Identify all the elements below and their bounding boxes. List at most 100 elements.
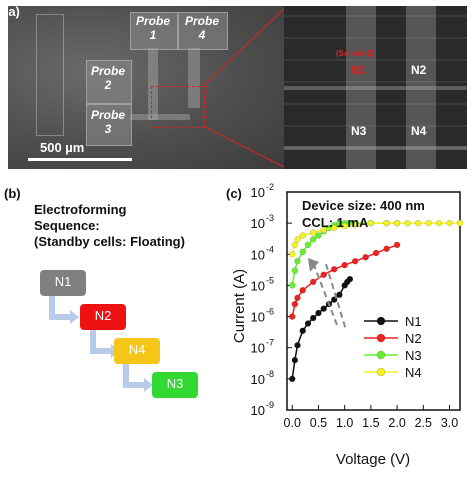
point-n4 (291, 241, 299, 249)
point-n4 (393, 219, 401, 227)
point-n4 (446, 219, 453, 227)
panel-b-label: (b) (4, 186, 21, 201)
x-tick-label: 1.0 (336, 416, 353, 430)
seq-box-n3: N3 (152, 372, 198, 398)
seq-arrow-1 (49, 296, 55, 318)
point-n4 (294, 236, 301, 243)
trend-arrow-dash-2 (325, 263, 347, 331)
y-tick-exponent: -4 (266, 244, 274, 254)
point-n4 (288, 251, 296, 258)
panel-a-label: (a) (4, 4, 20, 19)
point-n1 (288, 375, 296, 383)
y-tick-label: 10 (251, 341, 265, 356)
seq-arrow-3 (123, 364, 129, 388)
point-n3 (299, 248, 306, 256)
point-n4 (367, 219, 375, 227)
point-n4 (351, 221, 359, 228)
point-n2 (393, 241, 401, 249)
zoom-region-box (151, 86, 205, 128)
point-n1 (346, 275, 354, 283)
y-tick-exponent: -7 (266, 338, 274, 348)
point-n4 (320, 226, 327, 234)
point-n1 (320, 305, 327, 312)
point-n2 (372, 249, 380, 257)
point-n2 (320, 271, 327, 279)
point-n1 (291, 356, 299, 364)
x-tick-label: 2.5 (415, 416, 432, 430)
point-n2 (288, 313, 296, 320)
legend-marker (376, 350, 386, 360)
cell-n3-label: N3 (351, 124, 367, 138)
point-n3 (288, 282, 296, 289)
point-n2 (309, 278, 317, 286)
legend-marker (376, 333, 386, 343)
legend-marker (376, 316, 386, 326)
plot-frame (286, 191, 461, 411)
legend-marker (376, 367, 386, 377)
point-n1 (336, 291, 343, 299)
point-n4 (383, 219, 390, 227)
seq-box-n2: N2 (80, 304, 126, 330)
point-n2 (291, 300, 299, 308)
point-n3 (304, 241, 312, 249)
legend-label-n1: N1 (405, 314, 422, 329)
point-n3 (291, 267, 299, 274)
point-n2 (341, 261, 348, 269)
chart-annotation-line-2: CCL: 1 mA (302, 215, 369, 230)
legend-label-n3: N3 (405, 348, 422, 363)
point-n4 (299, 232, 306, 239)
point-n1 (294, 341, 301, 349)
x-tick-label: 3.0 (441, 416, 458, 430)
point-n2 (383, 245, 390, 253)
x-tick-label: 0.5 (310, 416, 327, 430)
point-n1 (315, 309, 322, 317)
y-tick-exponent: -8 (266, 369, 274, 379)
point-n1 (309, 314, 317, 322)
seq-box-n1: N1 (40, 270, 86, 296)
point-n1 (304, 320, 312, 327)
point-n4 (309, 229, 317, 236)
y-tick-label: 10 (251, 216, 265, 231)
seq-box-n4: N4 (114, 338, 160, 364)
point-n2 (299, 287, 306, 294)
y-tick-exponent: -3 (266, 213, 274, 223)
point-n4 (330, 224, 338, 232)
point-n1 (299, 327, 306, 335)
selected-label: (Selected) (336, 49, 375, 58)
zoom-image: (Selected) N1 N2 N3 N4 (284, 6, 467, 169)
y-axis-label: Current (A) (231, 269, 248, 343)
cell-n4-label: N4 (411, 124, 427, 138)
point-n3 (294, 257, 301, 265)
cell-n1-label: N1 (351, 63, 367, 77)
point-n2 (330, 266, 338, 273)
y-tick-exponent: -2 (266, 182, 274, 192)
point-n2 (294, 294, 301, 302)
point-n4 (456, 219, 464, 227)
x-tick-label: 2.0 (388, 416, 405, 430)
y-tick-label: 10 (251, 185, 265, 200)
y-tick-exponent: -9 (266, 400, 274, 410)
y-tick-exponent: -6 (266, 307, 274, 317)
y-tick-label: 10 (251, 372, 265, 387)
x-axis-label: Voltage (V) (336, 451, 410, 468)
legend-label-n4: N4 (405, 365, 422, 380)
seq-arrow-2 (90, 330, 96, 354)
chart-annotation-line-1: Device size: 400 nm (302, 198, 425, 213)
legend-label-n2: N2 (405, 331, 422, 346)
point-n4 (435, 219, 443, 227)
point-n4 (414, 219, 422, 227)
trend-arrow-head-1 (308, 258, 319, 272)
point-n4 (341, 222, 348, 230)
y-tick-label: 10 (251, 247, 265, 262)
point-n4 (425, 219, 432, 227)
y-tick-label: 10 (251, 403, 265, 418)
y-tick-exponent: -5 (266, 275, 274, 285)
trend-arrow-dash-1 (313, 264, 338, 326)
point-n4 (404, 219, 411, 227)
